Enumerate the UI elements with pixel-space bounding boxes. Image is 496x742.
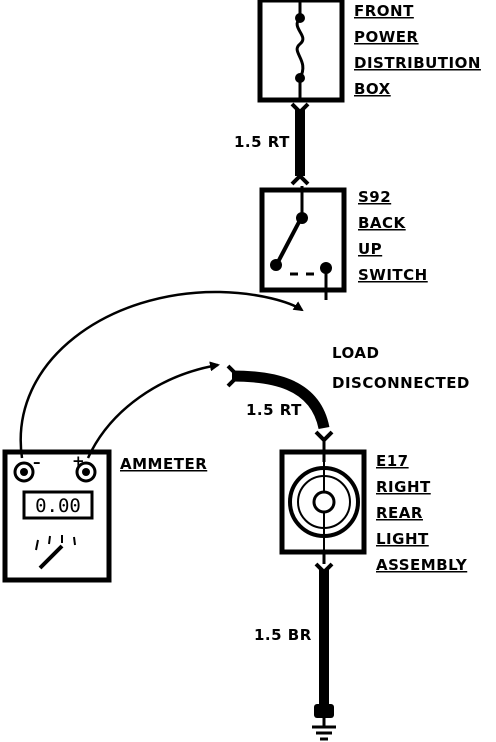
switch-label-line: BACK bbox=[358, 214, 407, 232]
ammeter-scale-icon bbox=[35, 535, 76, 570]
load-disconnected-note: LOAD DISCONNECTED bbox=[332, 344, 470, 392]
switch-label-line: SWITCH bbox=[358, 266, 428, 284]
switch-label-line: UP bbox=[358, 240, 382, 258]
ammeter-lead-to-wire bbox=[86, 361, 220, 459]
ammeter-lead-to-switch bbox=[19, 290, 304, 459]
ammeter-display: 0.00 bbox=[35, 495, 81, 517]
wire-top-label: 1.5 RT bbox=[234, 133, 290, 151]
lamp-label-line: RIGHT bbox=[376, 478, 431, 496]
load-note-line: DISCONNECTED bbox=[332, 374, 470, 392]
fuse-box-label-line: FRONT bbox=[354, 2, 414, 20]
wire-top bbox=[290, 102, 310, 186]
wire-bottom bbox=[314, 552, 334, 704]
wire-bottom-label: 1.5 BR bbox=[254, 626, 312, 644]
rear-light-label: E17 RIGHT REAR LIGHT ASSEMBLY bbox=[376, 452, 468, 574]
fuse-box-label: FRONT POWER DISTRIBUTION BOX bbox=[354, 2, 481, 98]
fuse-box-label-line: DISTRIBUTION bbox=[354, 54, 481, 72]
ammeter-plus-terminal: + bbox=[72, 452, 85, 470]
lamp-label-line: LIGHT bbox=[376, 530, 429, 548]
lamp-label-line: E17 bbox=[376, 452, 409, 470]
ammeter: – + 0.00 bbox=[2, 449, 112, 583]
backup-switch-label: S92 BACK UP SWITCH bbox=[358, 188, 428, 284]
rear-light-assembly bbox=[279, 440, 367, 555]
fuse-box-label-line: POWER bbox=[354, 28, 419, 46]
ground-icon bbox=[312, 704, 336, 741]
switch-label-line: S92 bbox=[358, 188, 391, 206]
wire-middle-label: 1.5 RT bbox=[246, 401, 302, 419]
ammeter-minus-terminal: – bbox=[33, 453, 41, 471]
ammeter-label: AMMETER bbox=[120, 455, 207, 473]
backup-switch bbox=[259, 186, 347, 300]
lamp-label-line: ASSEMBLY bbox=[376, 556, 468, 574]
fuse-box-label-line: BOX bbox=[354, 80, 391, 98]
fuse-box bbox=[257, 0, 345, 103]
lamp-label-line: REAR bbox=[376, 504, 423, 522]
load-note-line: LOAD bbox=[332, 344, 379, 362]
